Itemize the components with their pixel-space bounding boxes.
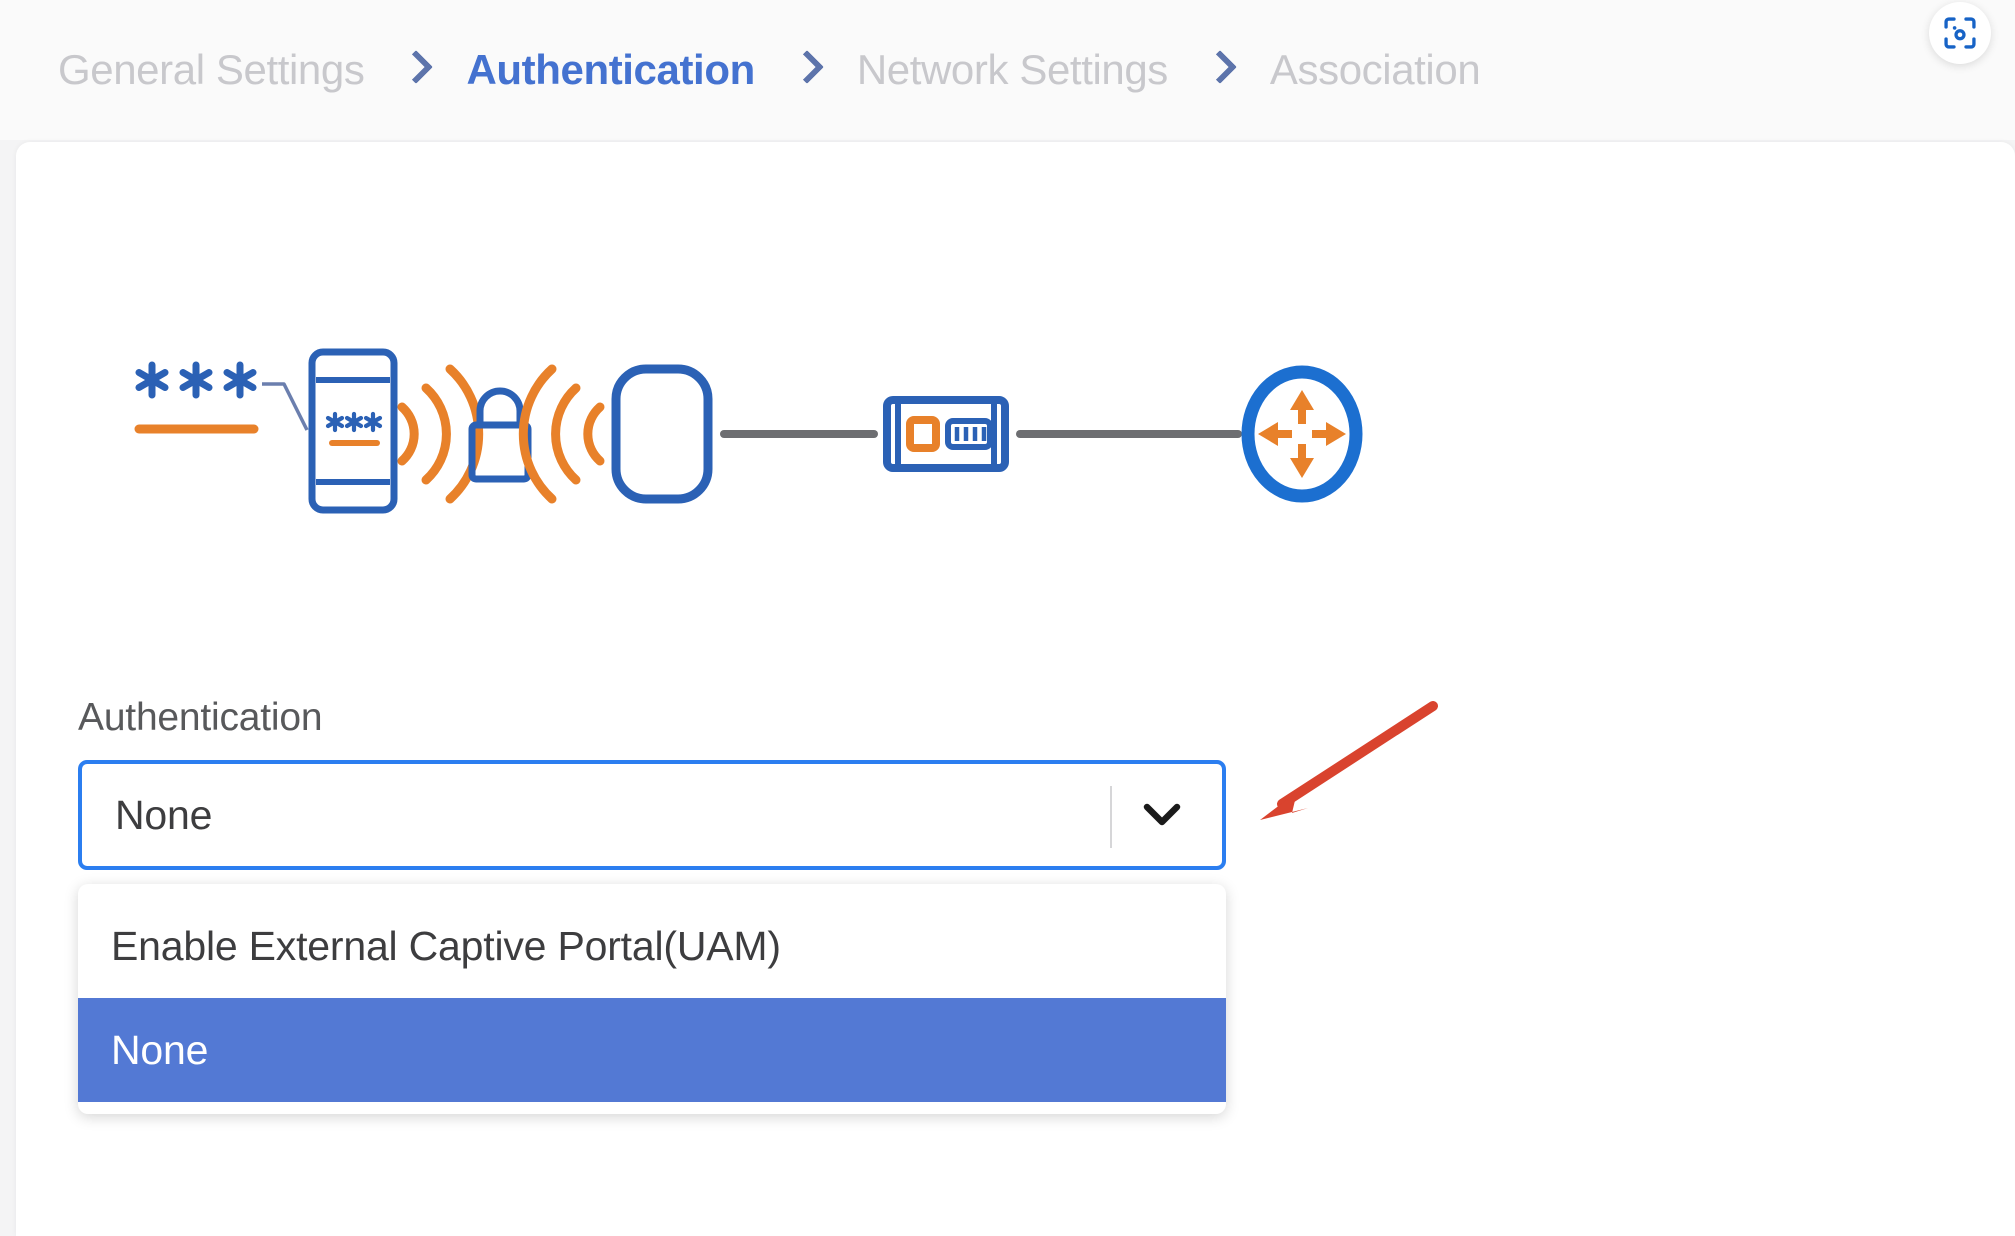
router-icon bbox=[1241, 365, 1363, 503]
chevron-right-icon bbox=[793, 48, 819, 92]
password-asterisks-icon bbox=[135, 361, 257, 399]
breadcrumb-item-general-settings[interactable]: General Settings bbox=[58, 46, 365, 93]
access-point-icon bbox=[611, 364, 713, 504]
authentication-select-box[interactable]: None bbox=[78, 760, 1226, 870]
breadcrumb-item-authentication[interactable]: Authentication bbox=[466, 46, 755, 93]
option-enable-external-captive-portal[interactable]: Enable External Captive Portal(UAM) bbox=[111, 922, 781, 969]
authentication-settings-card: Authentication None Enable External Capt… bbox=[16, 142, 2015, 1236]
chevron-right-icon bbox=[1206, 48, 1232, 92]
wifi-signal-out-icon bbox=[397, 364, 484, 504]
select-divider bbox=[1110, 786, 1112, 848]
breadcrumb-item-network-settings[interactable]: Network Settings bbox=[856, 46, 1168, 93]
option-none[interactable]: None bbox=[78, 998, 1226, 1102]
breadcrumb: General Settings Authentication Network … bbox=[0, 0, 2015, 140]
wifi-authentication-flow-diagram bbox=[134, 342, 1484, 532]
wifi-signal-in-icon bbox=[518, 364, 605, 504]
flow-diagram-svg bbox=[134, 348, 1363, 514]
authentication-selected-value: None bbox=[115, 791, 213, 838]
authentication-field-label: Authentication bbox=[78, 696, 323, 739]
chevron-down-icon[interactable] bbox=[1140, 793, 1184, 837]
phone-icon bbox=[308, 348, 398, 514]
breadcrumb-item-association[interactable]: Association bbox=[1269, 46, 1481, 93]
network-switch-icon bbox=[883, 396, 1009, 472]
chevron-down-glyph bbox=[1143, 803, 1181, 826]
leader-line bbox=[262, 382, 309, 431]
screenshot-capture-icon bbox=[1944, 17, 1976, 49]
authentication-options-dropdown[interactable]: Enable External Captive Portal(UAM) None bbox=[78, 884, 1226, 1114]
screenshot-capture-button[interactable] bbox=[1929, 2, 1991, 64]
chevron-right-icon bbox=[402, 48, 428, 92]
